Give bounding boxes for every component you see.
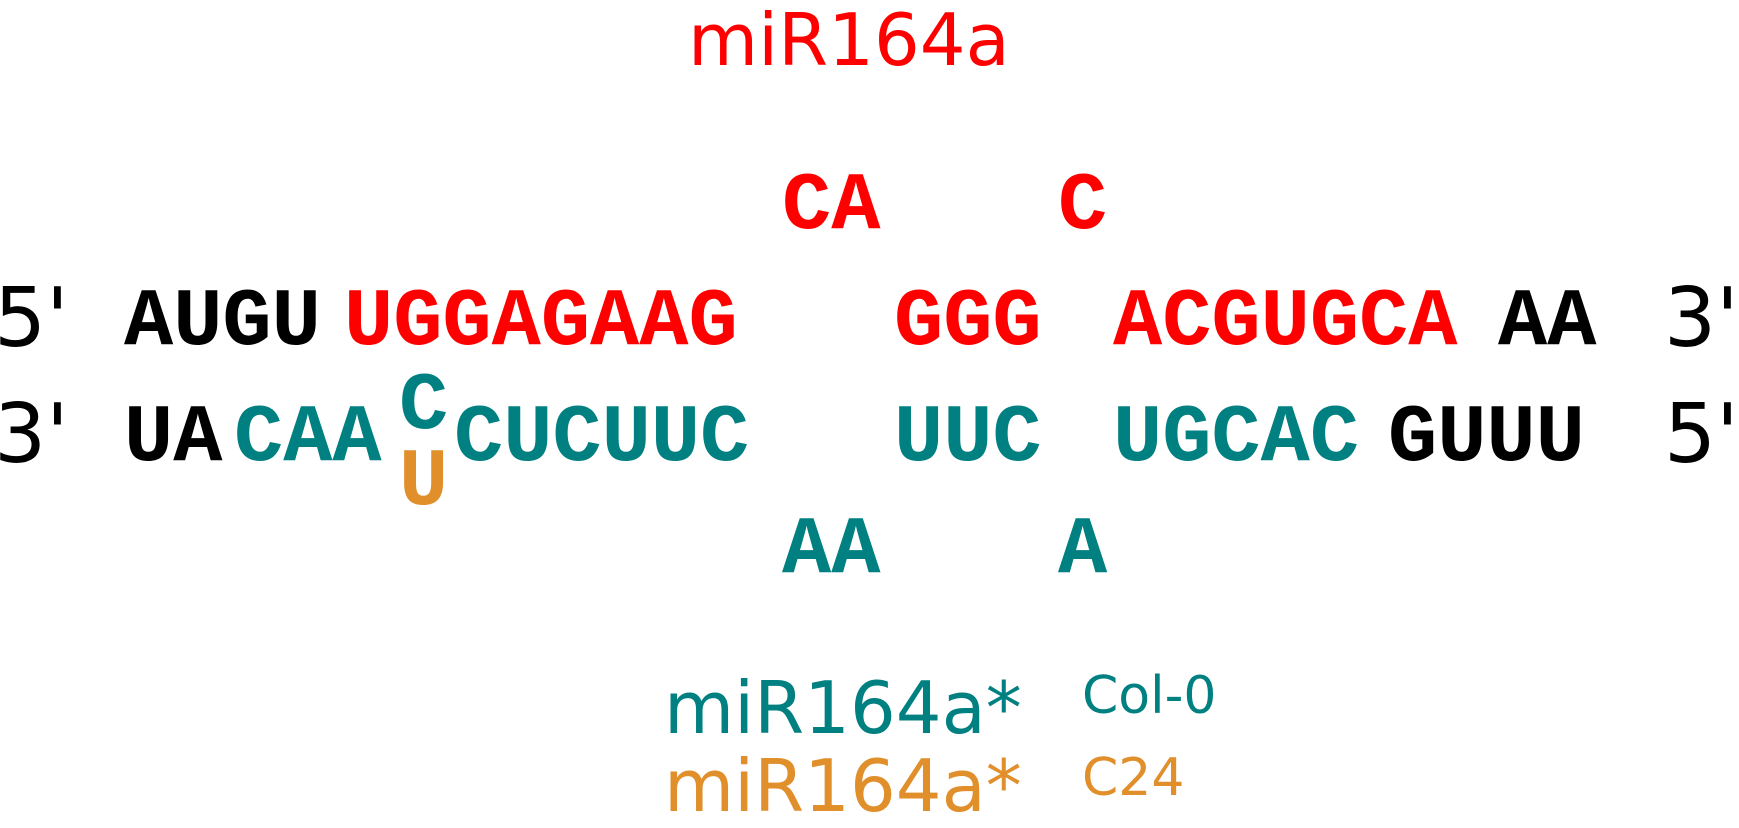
top-strand-5prime: 5' [0,271,69,366]
top-mature-seg1: UGGAGAAG [344,276,738,369]
top-mature-seg2: GGG [894,276,1042,369]
bottom-star-seg2: UUC [894,392,1042,485]
top-flank-right: AA [1498,276,1597,369]
bottom-strand-3prime: 3' [0,387,69,482]
bottom-star-seg3: UGCAC [1113,392,1360,485]
top-bulge-1: CA [782,160,881,253]
bottom-bulge-2: A [1058,504,1108,597]
legend-c24-name: miR164a* [664,744,1022,828]
legend-col0-name: miR164a* [664,666,1022,750]
legend-c24-sup: C24 [1082,748,1185,808]
top-strand-3prime: 3' [1664,271,1739,366]
bottom-flank-left: UA [124,392,223,485]
title-mir164a: miR164a [688,0,1010,82]
bottom-strand-5prime: 5' [1664,387,1739,482]
variant-c24: U [399,436,449,529]
bottom-bulge-1: AA [782,504,881,597]
top-bulge-2: C [1058,160,1108,253]
bottom-star-seg1b: CUCUUC [454,392,750,485]
top-mature-seg3: ACGUGCA [1113,276,1458,369]
top-flank-left: AUGU [124,276,321,369]
legend-col0-sup: Col-0 [1082,666,1217,726]
variant-col0: C [399,360,449,453]
bottom-flank-right: GUUU [1388,392,1585,485]
bottom-star-seg1a: CAA [234,392,382,485]
